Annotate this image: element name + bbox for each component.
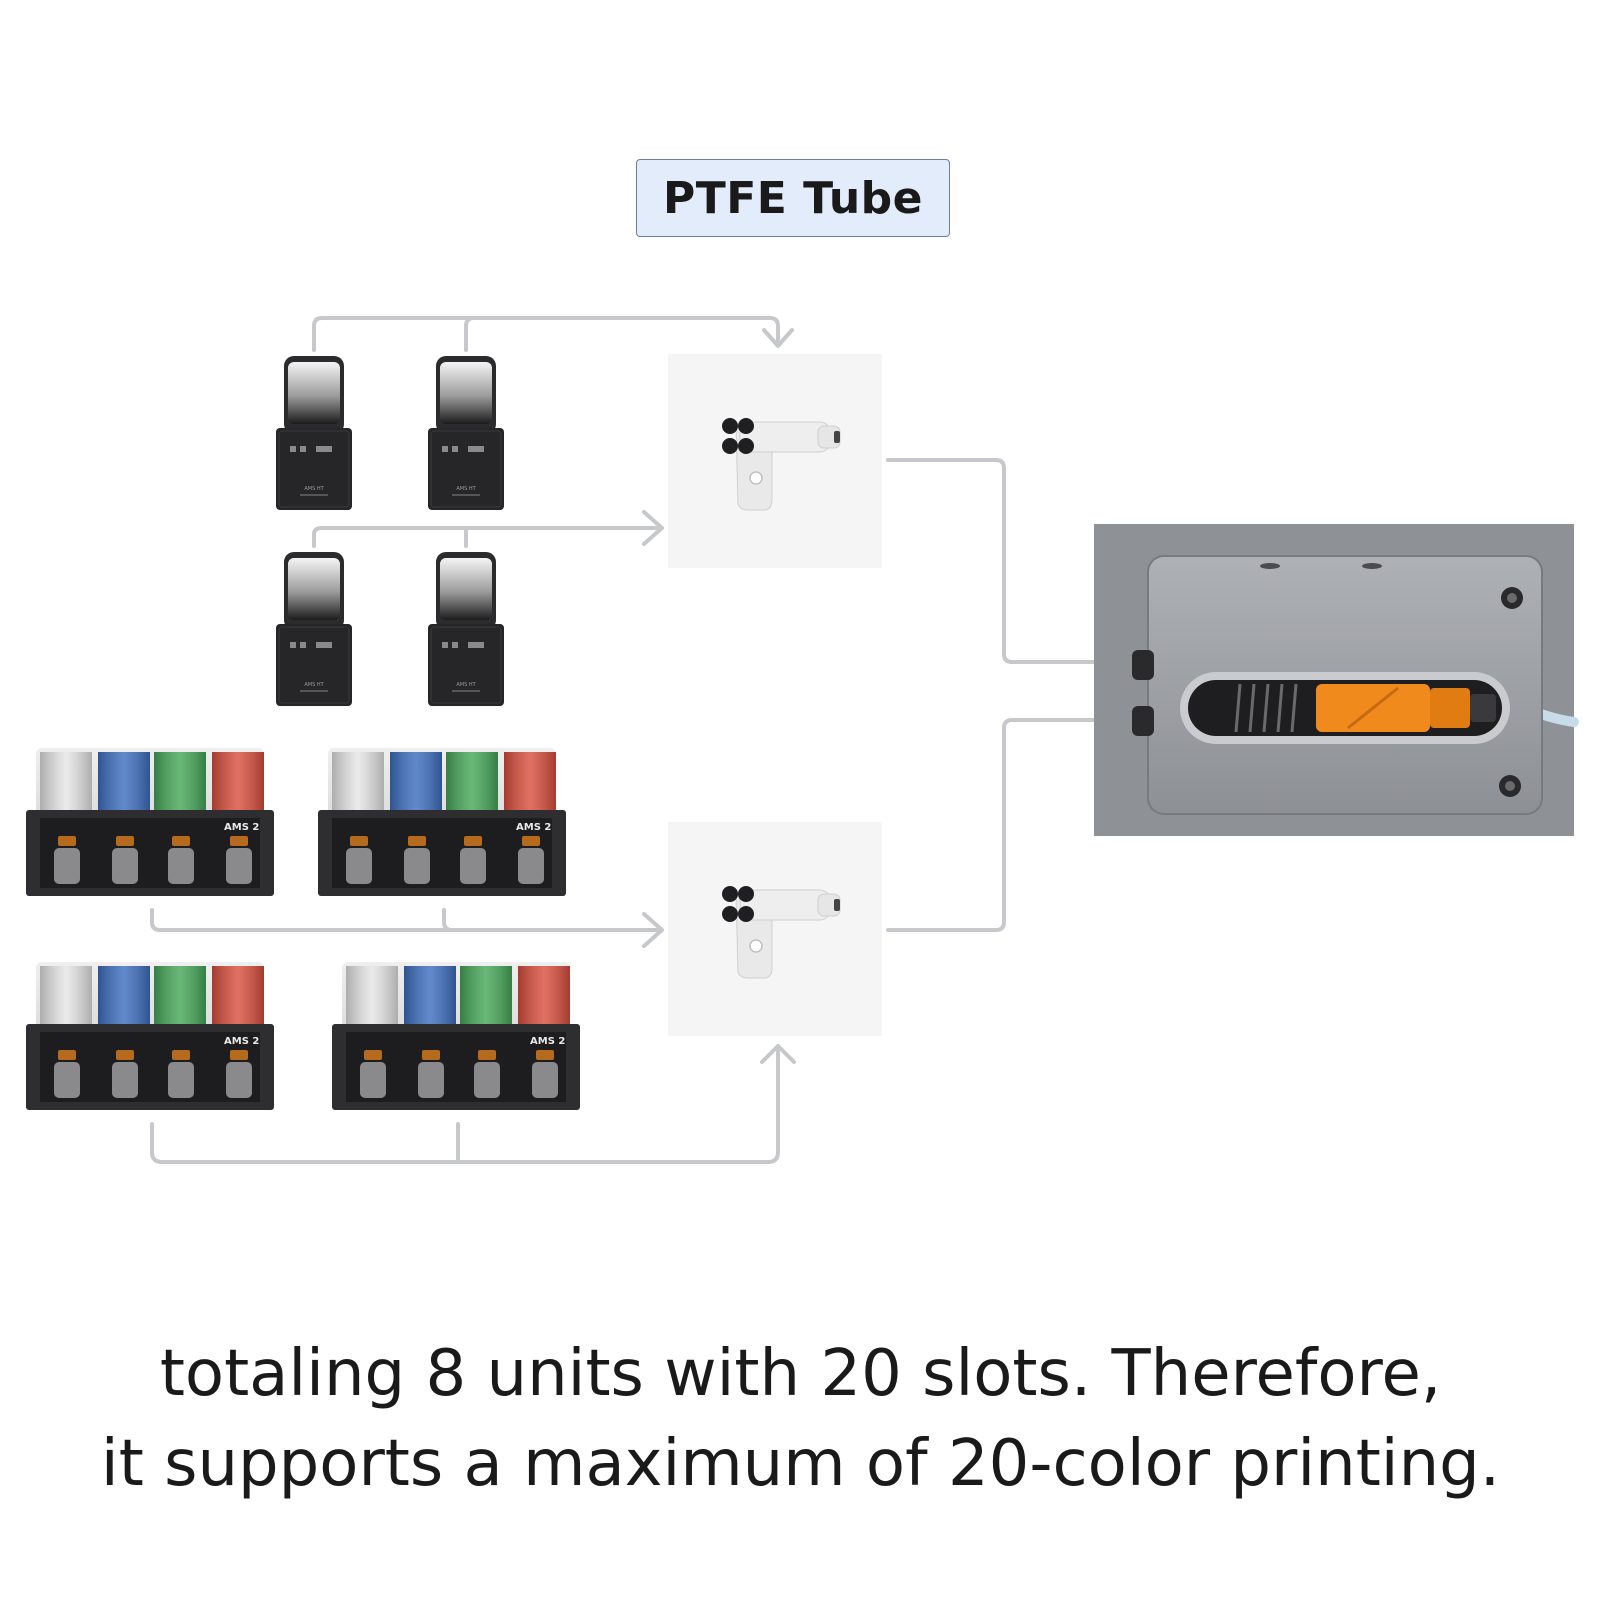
ams2-unit-2 bbox=[318, 748, 566, 896]
ptfe-tube-ams-row1 bbox=[150, 908, 662, 932]
caption-line-2: it supports a maximum of 20-color printi… bbox=[100, 1427, 1501, 1501]
ptfe-tube-ams-row1-branch bbox=[442, 908, 454, 932]
ptfe-tube-top-ht bbox=[312, 316, 780, 352]
hub-connector-2 bbox=[667, 821, 883, 1037]
arrow-hub1-top bbox=[762, 328, 794, 348]
ams2-unit-3 bbox=[26, 962, 274, 1110]
ams-ht-unit-4 bbox=[427, 551, 505, 707]
ptfe-tube-legend: PTFE Tube bbox=[636, 159, 950, 237]
hub-connector-1 bbox=[667, 353, 883, 569]
arrow-hub2-bottom bbox=[760, 1044, 796, 1064]
ams-ht-unit-1 bbox=[275, 355, 353, 511]
ptfe-tube-mid-ht bbox=[312, 526, 662, 548]
toolhead-photo bbox=[1094, 524, 1579, 836]
ptfe-tube-top-ht-branch bbox=[464, 316, 476, 352]
ams2-unit-4 bbox=[332, 962, 580, 1110]
ptfe-tube-ams-row2 bbox=[150, 1044, 780, 1164]
ams-ht-unit-2 bbox=[427, 355, 505, 511]
ams2-unit-1 bbox=[26, 748, 274, 896]
arrow-hub1-side bbox=[642, 510, 664, 546]
legend-label: PTFE Tube bbox=[662, 172, 924, 224]
ptfe-tube-hub2-to-toolhead bbox=[886, 718, 1122, 932]
caption-line-1: totaling 8 units with 20 slots. Therefor… bbox=[159, 1337, 1442, 1411]
ams-ht-unit-3 bbox=[275, 551, 353, 707]
arrow-hub2-side bbox=[642, 912, 664, 948]
ptfe-tube-hub1-to-toolhead bbox=[886, 458, 1122, 664]
